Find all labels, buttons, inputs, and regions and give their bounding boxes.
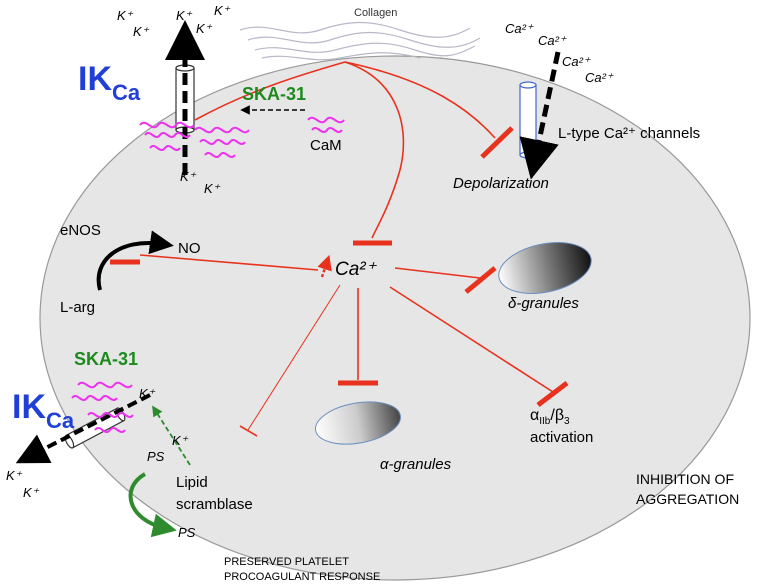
ca-top-1: Ca²⁺ — [505, 21, 534, 36]
k-to-scramblase-green-arrow — [152, 405, 191, 466]
depolarization-label: Depolarization — [453, 175, 549, 192]
no-label: NO — [178, 240, 201, 257]
ska31-label-bottom: SKA-31 — [74, 349, 138, 369]
calcium-rise-arrow — [317, 254, 332, 278]
ps-label-1: PS — [147, 449, 165, 464]
ca-top-2: Ca²⁺ — [538, 33, 567, 48]
collagen-fibers — [239, 21, 481, 61]
alpha-granules-label: α-granules — [380, 456, 452, 473]
ikca-label-top: IKCa — [78, 60, 141, 105]
calcium-influx-arrow — [519, 51, 561, 180]
ps-label-2: PS — [178, 525, 196, 540]
delta-granules-label: δ-granules — [508, 295, 579, 312]
scramblase-label: scramblase — [176, 496, 253, 513]
ca-top-3: Ca²⁺ — [562, 54, 591, 69]
platelet-cell — [39, 55, 751, 581]
potassium-efflux-arrow-bottom — [15, 393, 151, 464]
k-plus-top-3: K⁺ — [176, 8, 193, 23]
delta-tbar — [464, 266, 497, 294]
ska31-label-top: SKA-31 — [242, 84, 306, 104]
enos-label: eNOS — [60, 222, 101, 239]
cam-helices-bottom — [71, 381, 134, 433]
l-type-label: L-type Ca²⁺ channels — [558, 125, 700, 142]
preserved-line-2: PROCOAGULANT RESPONSE — [224, 571, 380, 583]
lipid-label: Lipid — [176, 474, 208, 491]
inhibition-line-2: AGGREGATION — [636, 491, 739, 507]
preserved-line-1: PRESERVED PLATELET — [224, 556, 349, 568]
scramblase-tbar — [239, 425, 258, 437]
l-type-ca-channel — [519, 81, 537, 159]
calcium-center-label: Ca²⁺ — [335, 259, 378, 280]
k-plus-bottom-inner: K⁺ — [139, 386, 156, 401]
k-plus-mid-label: K⁺ — [172, 433, 189, 448]
enos-curved-arrow — [96, 230, 174, 291]
k-plus-top-1: K⁺ — [117, 8, 134, 23]
k-plus-bottom-1: K⁺ — [6, 468, 23, 483]
calcium-inhibition-lines — [139, 254, 554, 431]
ps-flip-arrow — [128, 472, 177, 538]
depolarization-tbar — [480, 126, 514, 159]
inhibition-line-1: INHIBITION OF — [636, 471, 734, 487]
k-plus-bottom-2: K⁺ — [23, 485, 40, 500]
delta-granule — [498, 242, 592, 294]
k-plus-top-inner-2: K⁺ — [204, 181, 221, 196]
k-plus-top-2: K⁺ — [133, 24, 150, 39]
ca-top-4: Ca²⁺ — [585, 70, 614, 85]
ikca-label-bottom: IKCa — [12, 388, 75, 433]
alpha-granule — [315, 401, 401, 445]
k-plus-top-inner-1: K⁺ — [180, 169, 197, 184]
activation-label: activation — [530, 429, 593, 446]
cam-helices-top — [139, 121, 250, 158]
cam-label: CaM — [310, 137, 342, 154]
cam-helix-free — [307, 116, 345, 133]
integrin-label: αIIb/β3 — [530, 407, 570, 427]
l-arg-label: L-arg — [60, 299, 95, 316]
k-plus-top-4: K⁺ — [214, 3, 231, 18]
k-plus-top-5: K⁺ — [196, 21, 213, 36]
collagen-label: Collagen — [354, 7, 397, 19]
collagen-inhibition-paths — [194, 61, 496, 239]
integrin-tbar — [536, 381, 569, 407]
